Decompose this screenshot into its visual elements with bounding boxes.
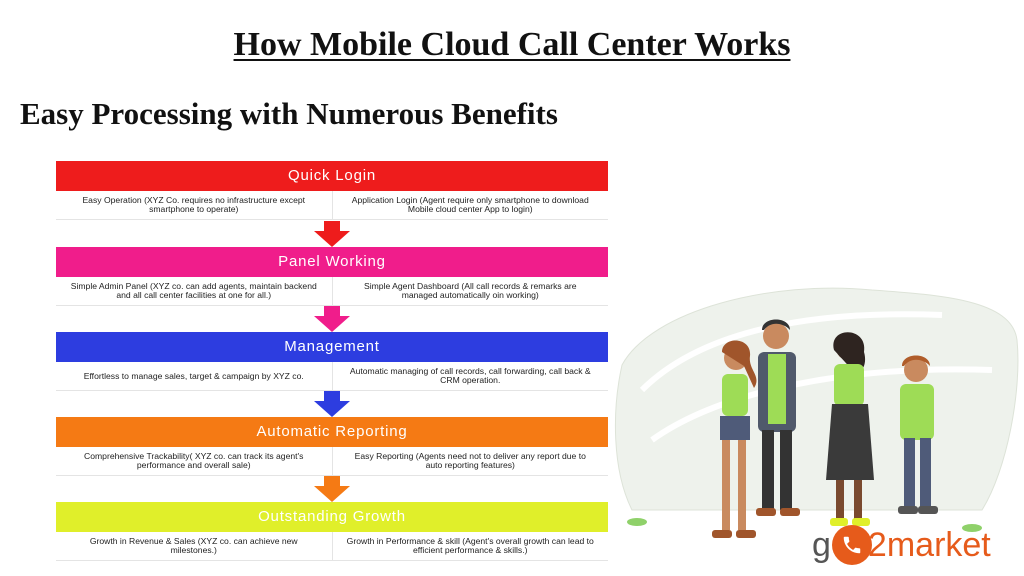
person-woman-right (826, 332, 874, 526)
step-management: Management Effortless to manage sales, t… (56, 332, 608, 391)
arrow-down-icon (314, 306, 350, 332)
step-detail-left: Comprehensive Trackability( XYZ co. can … (56, 447, 332, 476)
step-header: Panel Working (56, 247, 608, 277)
step-row: Effortless to manage sales, target & cam… (56, 362, 608, 391)
page-title: How Mobile Cloud Call Center Works (233, 26, 791, 63)
logo-number-2: 2 (867, 525, 887, 564)
arrow-shape (314, 391, 350, 417)
step-row: Simple Admin Panel (XYZ co. can add agen… (56, 277, 608, 306)
step-detail-left: Effortless to manage sales, target & cam… (56, 362, 332, 391)
step-detail-right: Automatic managing of call records, call… (331, 362, 608, 391)
logo-letter-g: g (812, 525, 831, 564)
arrow-down-icon (314, 391, 350, 417)
arrow-shape (314, 306, 350, 332)
step-detail-left: Simple Admin Panel (XYZ co. can add agen… (56, 277, 332, 306)
step-automatic-reporting: Automatic Reporting Comprehensive Tracka… (56, 417, 608, 476)
step-header: Outstanding Growth (56, 502, 608, 532)
person-man-blazer (756, 319, 800, 516)
step-detail-left: Growth in Revenue & Sales (XYZ co. can a… (56, 532, 332, 561)
arrow-down-icon (314, 221, 350, 247)
logo-word-market: market (886, 525, 991, 564)
step-detail-right: Simple Agent Dashboard (All call records… (331, 277, 608, 306)
step-quick-login: Quick Login Easy Operation (XYZ Co. requ… (56, 161, 608, 220)
step-panel-working: Panel Working Simple Admin Panel (XYZ co… (56, 247, 608, 306)
arrow-shape (314, 476, 350, 502)
step-header: Automatic Reporting (56, 417, 608, 447)
step-detail-right: Growth in Performance & skill (Agent's o… (331, 532, 608, 561)
arrow-down-icon (314, 476, 350, 502)
step-detail-left: Easy Operation (XYZ Co. requires no infr… (56, 191, 332, 220)
step-detail-right: Easy Reporting (Agents need not to deliv… (331, 447, 608, 476)
step-row: Easy Operation (XYZ Co. requires no infr… (56, 191, 608, 220)
arrow-shape (314, 221, 350, 247)
team-illustration (614, 287, 1019, 538)
phone-icon (831, 525, 872, 565)
person-man-right (898, 355, 938, 514)
step-outstanding-growth: Outstanding Growth Growth in Revenue & S… (56, 502, 608, 561)
person-woman-left (712, 340, 757, 538)
step-detail-right: Application Login (Agent require only sm… (331, 191, 608, 220)
step-header: Quick Login (56, 161, 608, 191)
step-row: Comprehensive Trackability( XYZ co. can … (56, 447, 608, 476)
step-row: Growth in Revenue & Sales (XYZ co. can a… (56, 532, 608, 561)
step-header: Management (56, 332, 608, 362)
go2market-logo: g 2 market (812, 522, 991, 568)
page-subtitle: Easy Processing with Numerous Benefits (20, 96, 558, 131)
